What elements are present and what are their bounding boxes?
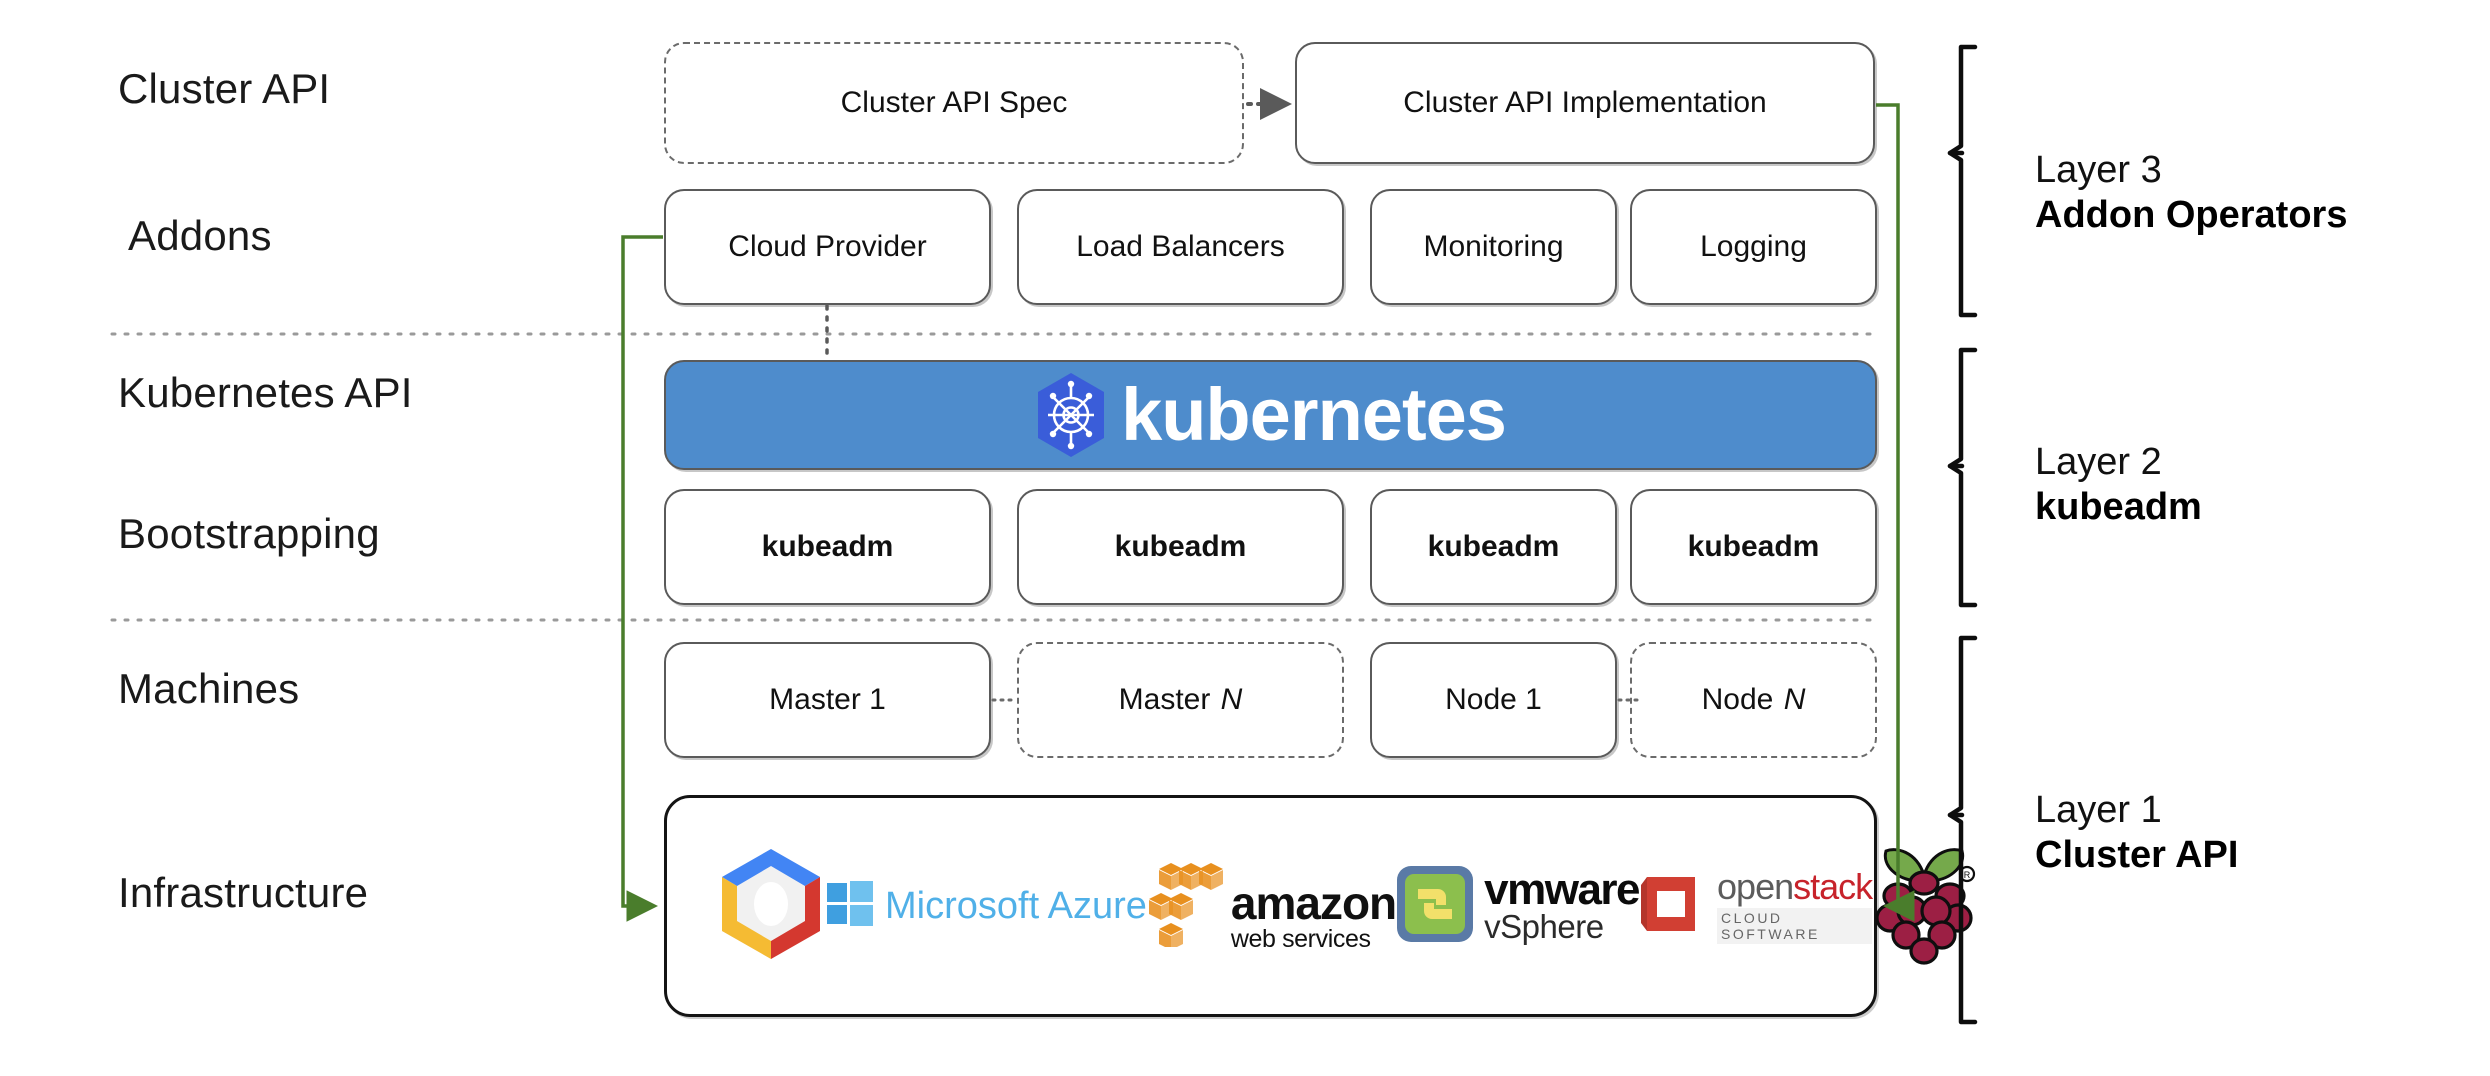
box-kubeadm-2[interactable]: kubeadm [1017,489,1344,605]
box-label: Cluster API Spec [840,86,1068,119]
logo-slot-microsoft-azure[interactable]: Microsoft Azure [827,798,1147,1014]
box-label: Logging [1700,230,1807,263]
layer-2-line1: Layer 2 [2035,441,2162,483]
box-node-n[interactable]: Node N [1630,642,1877,758]
openstack-wordmark: openstack [1717,865,1873,907]
row-label-bootstrapping: Bootstrapping [118,510,380,557]
box-cluster-api-implementation[interactable]: Cluster API Implementation [1295,42,1875,164]
box-kubeadm-3[interactable]: kubeadm [1370,489,1617,605]
box-cluster-api-spec[interactable]: Cluster API Spec [664,42,1244,164]
logo-slot-vmware-vsphere[interactable]: vmware vSphere [1396,798,1641,1014]
row-label-cluster-api: Cluster API [118,65,331,112]
box-master-n[interactable]: Master N [1017,642,1344,758]
box-label: kubeadm [1427,530,1560,563]
layer-2-line2: kubeadm [2035,485,2202,528]
box-infrastructure[interactable]: Microsoft Azure [664,795,1976,1017]
box-label: Load Balancers [1076,230,1285,263]
box-label: Master 1 [769,683,886,716]
box-node-1[interactable]: Node 1 [1370,642,1617,758]
row-label-kubernetes-api: Kubernetes API [118,369,413,416]
box-label: kubeadm [761,530,894,563]
vmware-wordmark: vmware [1484,865,1640,915]
row-label-infrastructure: Infrastructure [118,869,369,916]
box-logging[interactable]: Logging [1630,189,1877,305]
openstack-open-text: open [1717,865,1794,907]
box-kubeadm-4[interactable]: kubeadm [1630,489,1877,605]
box-label: kubeadm [1114,530,1247,563]
box-label: Master N [1118,683,1243,716]
kubernetes-helm-wheel-icon [1035,372,1107,458]
logo-slot-openstack[interactable]: openstack CLOUD SOFTWARE [1639,798,1873,1014]
openstack-cloud-software-text: CLOUD SOFTWARE [1717,907,1873,944]
row-label-machines: Machines [118,665,300,712]
microsoft-azure-wordmark: Microsoft Azure [885,884,1147,927]
aws-amazon-wordmark: amazon [1230,877,1397,930]
google-cloud-logo [715,845,827,968]
box-label: Node 1 [1445,683,1542,716]
microsoft-windows-icon [827,880,873,932]
layer-3-line2: Addon Operators [2035,193,2348,236]
brace-layer-3 [1947,44,1978,318]
openstack-stack-text: stack [1793,865,1873,907]
svg-text:R: R [1964,870,1971,880]
aws-boxes-icon [1147,861,1227,952]
logo-slot-raspberry-pi[interactable]: R [1872,798,1976,1014]
vmware-vsphere-icon [1396,865,1474,948]
box-label: kubeadm [1687,530,1820,563]
openstack-icon [1639,867,1707,946]
box-cloud-provider[interactable]: Cloud Provider [664,189,991,305]
connector-implementation-to-infrastructure [1876,103,1915,922]
brace-layer-2 [1947,347,1978,608]
row-label-addons: Addons [128,212,272,259]
vsphere-wordmark: vSphere [1484,908,1604,946]
logo-slot-google-cloud[interactable] [715,798,827,1014]
box-label: Cloud Provider [728,230,927,263]
box-kubeadm-1[interactable]: kubeadm [664,489,991,605]
box-load-balancers[interactable]: Load Balancers [1017,189,1344,305]
raspberry-pi-logo: R [1872,841,1976,972]
connector-cloud-provider-to-infrastructure [621,235,663,922]
kubernetes-banner[interactable]: kubernetes [664,360,1877,470]
layer-label-layer-1: Layer 1 Cluster API [2035,788,2238,878]
box-master-1[interactable]: Master 1 [664,642,991,758]
layer-label-layer-3: Layer 3 Addon Operators [2035,148,2347,238]
layer-1-line2: Cluster API [2035,833,2239,876]
box-monitoring[interactable]: Monitoring [1370,189,1617,305]
layer-3-line1: Layer 3 [2035,149,2162,191]
box-label: Node N [1701,683,1806,716]
logo-slot-aws[interactable]: amazon web services [1147,798,1397,1014]
box-label: Monitoring [1423,230,1564,263]
box-label: Cluster API Implementation [1403,86,1767,119]
aws-webservices-wordmark: web services [1230,924,1371,953]
kubernetes-wordmark: kubernetes [1121,373,1507,456]
layer-1-line1: Layer 1 [2035,789,2162,831]
layer-label-layer-2: Layer 2 kubeadm [2035,440,2202,530]
